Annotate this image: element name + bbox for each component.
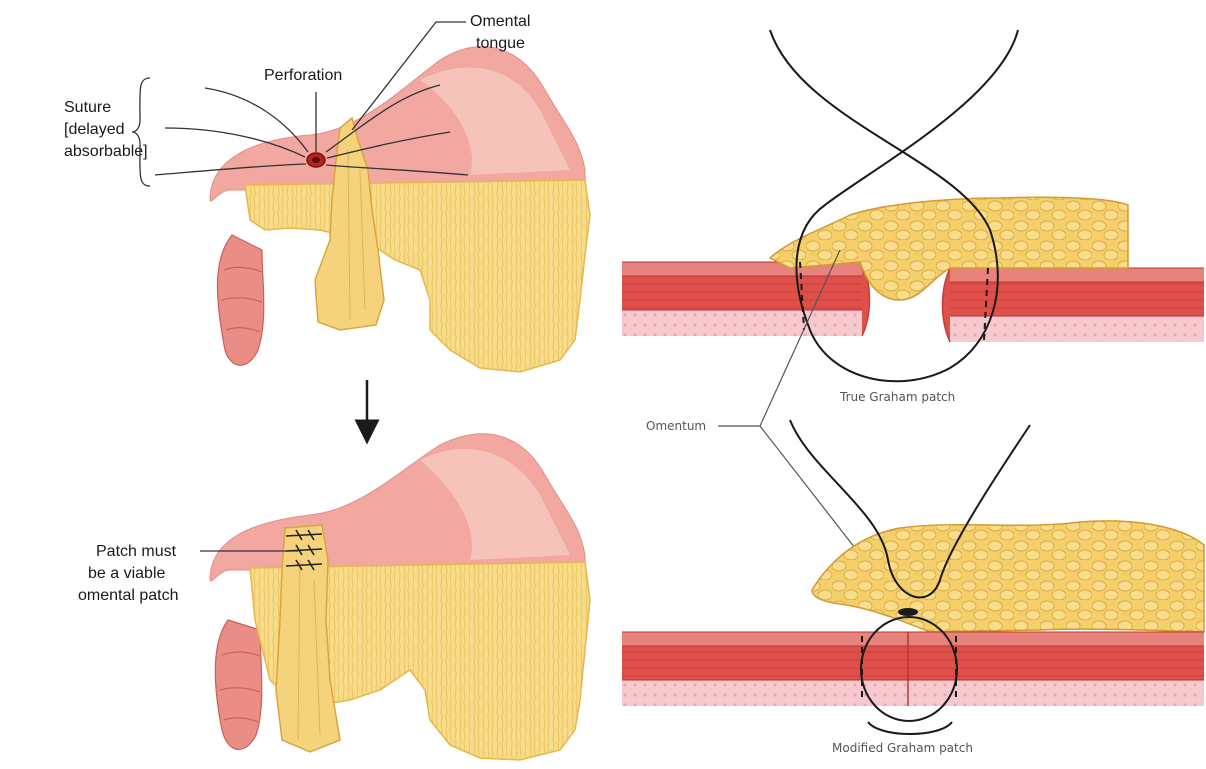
- suture-brace: [132, 78, 150, 186]
- true-graham-patch: [622, 30, 1204, 381]
- tissue-right: [943, 268, 1205, 342]
- colon: [215, 620, 262, 749]
- stomach-before-repair: [155, 47, 590, 372]
- suture-label: Suture [delayed absorbable]: [64, 78, 150, 186]
- suture-label-line3: absorbable]: [64, 143, 148, 160]
- suture-label-line2: [delayed: [64, 121, 125, 138]
- perforation-label: Perforation: [264, 67, 342, 84]
- patch-label-line1: Patch must: [96, 543, 177, 560]
- greater-omentum: [245, 180, 590, 372]
- true-graham-label: True Graham patch: [839, 390, 955, 404]
- omentum-patch: [812, 521, 1204, 632]
- patch-label-line3: omental patch: [78, 587, 179, 604]
- tissue-left: [622, 262, 870, 336]
- stomach-after-repair: [210, 434, 590, 760]
- modified-graham-label: Modified Graham patch: [832, 741, 973, 755]
- omental-tongue-label-line2: tongue: [476, 35, 525, 52]
- omental-tongue-label-line1: Omental: [470, 13, 530, 30]
- patch-label-line2: be a viable: [88, 565, 165, 582]
- omentum-label: Omentum: [646, 419, 706, 433]
- suture-label-line1: Suture: [64, 99, 111, 116]
- modified-graham-patch: [622, 420, 1204, 734]
- closed-tissue: [622, 632, 1204, 706]
